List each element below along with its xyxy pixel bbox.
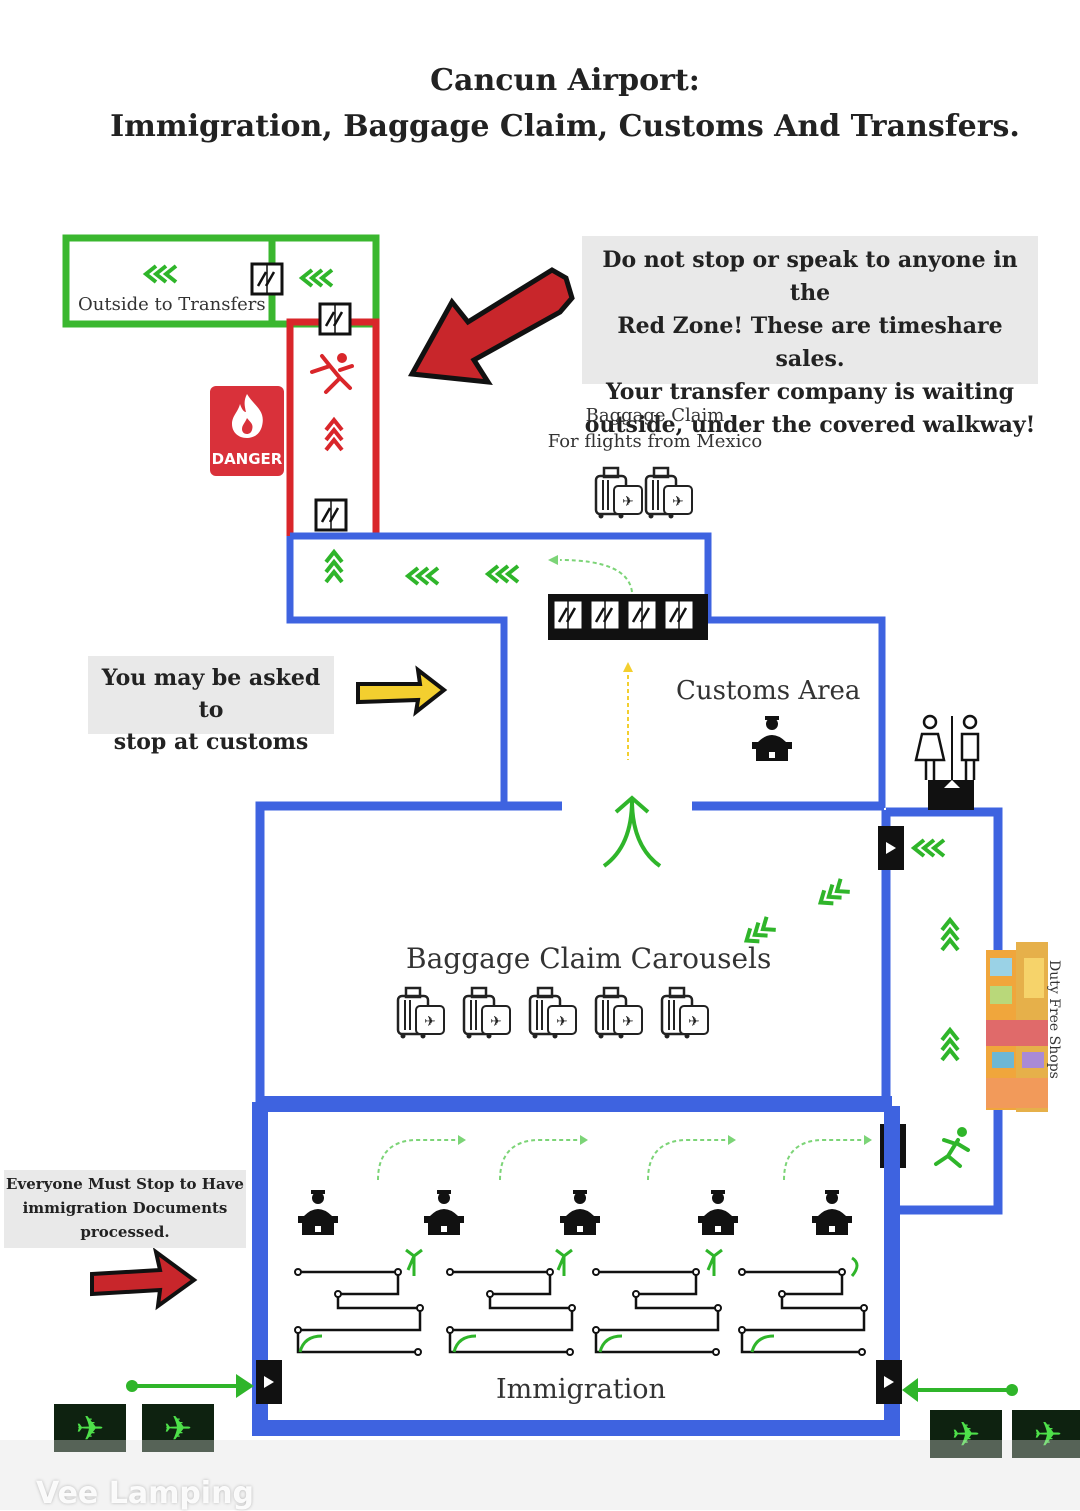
immigration-label: Immigration	[496, 1374, 666, 1405]
up-chevrons	[324, 550, 344, 584]
curve-arrow	[499, 1134, 589, 1181]
danger-sign: DANGER	[210, 386, 284, 476]
up-chevrons	[940, 1028, 960, 1062]
left-chevrons	[912, 838, 946, 858]
running-person-icon	[934, 1127, 970, 1168]
luggage-icon	[594, 986, 644, 1040]
curve-arrow	[647, 1134, 737, 1181]
page-title: Cancun Airport: Immigration, Baggage Cla…	[0, 58, 1080, 150]
shops-icon	[986, 942, 1048, 1112]
red-zone	[286, 302, 380, 540]
customs-note: You may be asked to stop at customs	[88, 656, 334, 755]
right-corridor	[878, 714, 1048, 1215]
up-chevrons	[940, 918, 960, 952]
warning-line: outside, under the covered walkway!	[584, 412, 1036, 438]
immigration-note-line: Everyone Must Stop to Have	[6, 1175, 244, 1193]
warning-note: Do not stop or speak to anyone in the Re…	[582, 236, 1038, 438]
officer-desk-icon	[560, 1190, 600, 1235]
luggage-icon	[462, 986, 512, 1040]
left-chevrons-transfers	[144, 264, 178, 284]
curve-arrow	[783, 1134, 873, 1181]
upper-corridor	[286, 532, 886, 808]
warning-line: Your transfer company is waiting	[605, 379, 1015, 405]
warning-line: Do not stop or speak to anyone in the	[602, 247, 1018, 306]
left-chevrons	[814, 876, 852, 912]
luggage-icon	[644, 466, 694, 520]
customs-area-label: Customs Area	[676, 676, 861, 706]
officer-desk-icon	[752, 716, 792, 761]
exit-doors	[548, 594, 708, 640]
door-icon	[878, 826, 904, 870]
luggage-icon	[528, 986, 578, 1040]
revolving-door-icon	[314, 498, 348, 532]
baggage-claim-mexico-label: Baggage Claim	[585, 405, 725, 426]
curve-arrow	[377, 1134, 467, 1181]
warning-line: Red Zone! These are timeshare sales.	[617, 313, 1003, 372]
outside-to-transfers-label: Outside to Transfers	[78, 294, 266, 315]
watermark: Vee Lamping	[36, 1476, 254, 1511]
luggage-icon	[396, 986, 446, 1040]
luggage-icon	[660, 986, 710, 1040]
immigration-arrow	[90, 1247, 198, 1311]
luggage-icon	[594, 466, 644, 520]
customs-note-line: You may be asked to	[101, 665, 321, 723]
restroom-icon	[914, 714, 980, 810]
customs-note-line: stop at customs	[113, 729, 309, 755]
warning-arrow	[407, 267, 575, 386]
queue-line	[591, 1267, 723, 1357]
entry-right	[902, 1378, 1080, 1458]
immigration-note-line: processed.	[80, 1223, 170, 1241]
queue-line	[445, 1267, 577, 1357]
revolving-door-icon	[318, 302, 352, 336]
immigration-note-line: immigration Documents	[22, 1199, 228, 1217]
running-person-icon	[310, 353, 354, 394]
officer-desk-icon	[812, 1190, 852, 1235]
revolving-door-icon	[250, 262, 284, 296]
left-chevrons	[406, 566, 440, 586]
title-line-1: Cancun Airport:	[430, 63, 700, 98]
customs-area	[623, 662, 792, 761]
baggage-claim-mexico-sublabel: For flights from Mexico	[547, 431, 763, 452]
door-icon	[256, 1360, 282, 1404]
officer-desk-icon	[424, 1190, 464, 1235]
left-chevrons-transfers	[300, 268, 334, 288]
title-line-2: Immigration, Baggage Claim, Customs And …	[110, 109, 1020, 144]
up-chevrons-red	[324, 418, 344, 452]
immigration-hall	[252, 1102, 902, 1436]
merge-arrow	[602, 795, 662, 868]
officer-desk-icon	[698, 1190, 738, 1235]
danger-label: DANGER	[211, 450, 283, 468]
queue-line	[293, 1267, 425, 1357]
officer-desk-icon	[298, 1190, 338, 1235]
duty-free-label: Duty Free Shops	[1046, 960, 1062, 1079]
fire-icon	[232, 394, 263, 438]
transfers-zone	[62, 234, 380, 328]
baggage-claim-hall	[255, 795, 892, 1112]
customs-arrow	[356, 665, 448, 717]
door-icon	[876, 1360, 902, 1404]
baggage-carousels-label: Baggage Claim Carousels	[406, 942, 772, 975]
left-chevrons	[486, 564, 520, 584]
entry-left	[54, 1374, 254, 1452]
immigration-note: Everyone Must Stop to Have immigration D…	[4, 1170, 246, 1248]
